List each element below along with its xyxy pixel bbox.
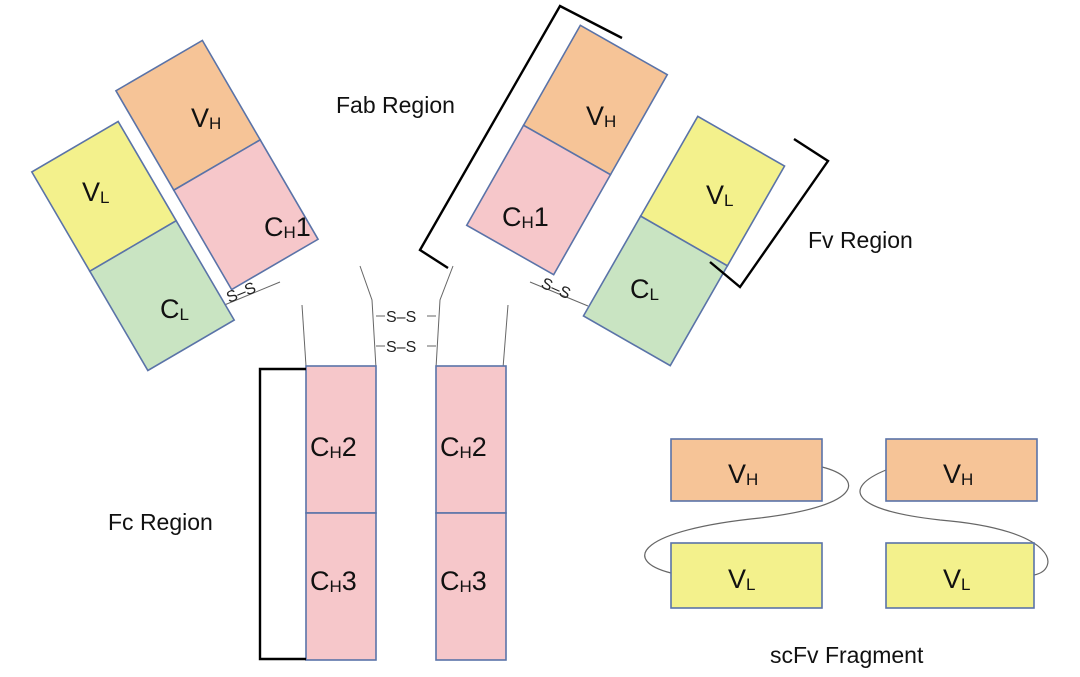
fc-region-label: Fc Region: [108, 509, 213, 535]
fv-region-label: Fv Region: [808, 227, 913, 253]
left-ch2-domain: [305, 365, 377, 514]
scfv-fragment: VH VH VL VL: [644, 438, 1049, 609]
scfv-vh-right-label: VH: [943, 459, 973, 489]
right-ch1-domain: [465, 124, 612, 276]
left-vh-label: VH: [191, 103, 221, 133]
right-disulfide: S–S: [538, 275, 573, 303]
right-cl-label: CL: [630, 274, 659, 304]
scfv-linker-right: [859, 469, 1049, 576]
fab-bracket: [418, 4, 623, 270]
left-cl-label: CL: [160, 294, 189, 324]
left-ch3-label: CH3: [310, 566, 357, 596]
left-ch2-label: CH2: [310, 432, 357, 462]
right-ch3-domain: [435, 512, 507, 661]
right-vl-label: VL: [706, 180, 733, 210]
left-ch3-domain: [305, 512, 377, 661]
scfv-vl-left: [670, 542, 823, 609]
scfv-vl-left-label: VL: [728, 564, 755, 594]
hinge-disulfide-2: S–S: [386, 339, 416, 356]
right-light-chain: [582, 115, 786, 367]
fc-right-stem: [435, 365, 507, 661]
scfv-linker-left: [644, 466, 849, 574]
fab-region-label: Fab Region: [336, 92, 455, 118]
scfv-vh-left: [670, 438, 823, 502]
right-ch3-label: CH3: [440, 566, 487, 596]
left-vl-label: VL: [82, 177, 109, 207]
left-cl-domain: [88, 219, 236, 372]
right-cl-domain: [582, 215, 729, 367]
left-heavy-arm: [114, 39, 320, 291]
right-vh-label: VH: [586, 101, 616, 131]
left-ch1-label: CH1: [264, 212, 311, 242]
scfv-vh-left-label: VH: [728, 459, 758, 489]
right-ch2-label: CH2: [440, 432, 487, 462]
scfv-fragment-label: scFv Fragment: [770, 642, 924, 668]
left-ch1-domain: [172, 138, 320, 291]
scfv-vl-right: [885, 542, 1035, 609]
fv-bracket: [709, 137, 830, 289]
right-heavy-arm: [465, 24, 669, 276]
fc-left-stem: [305, 365, 377, 661]
hinge-disulfide-1: S–S: [386, 309, 416, 326]
scfv-vh-right: [885, 438, 1038, 502]
right-ch1-label: CH1: [502, 202, 549, 232]
scfv-vl-right-label: VL: [943, 564, 970, 594]
left-light-chain: [30, 120, 236, 372]
fc-bracket: [258, 367, 306, 661]
